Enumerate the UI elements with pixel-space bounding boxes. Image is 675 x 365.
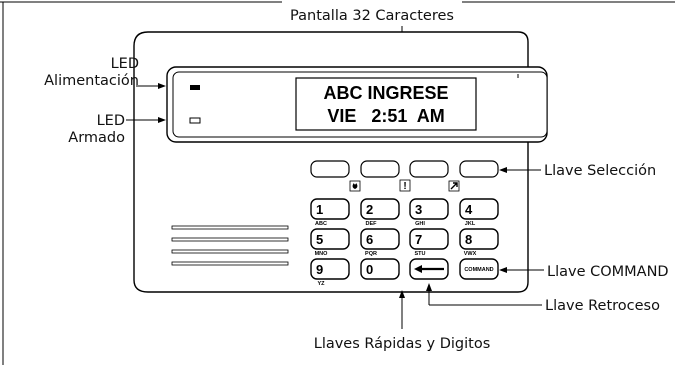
- led-armado-label-1: LED: [97, 113, 125, 129]
- exclamation-icon-box: [399, 179, 411, 192]
- digit-key-number: 1: [316, 202, 323, 217]
- fire-icon: [352, 183, 358, 189]
- digit-key-body[interactable]: [310, 228, 350, 250]
- digit-key-body[interactable]: [310, 258, 350, 280]
- armed-led: [189, 117, 201, 124]
- command-arrowhead: [499, 267, 507, 273]
- digit-key-body[interactable]: [459, 198, 499, 220]
- lcd-line-2: VIE 2:51 AM: [327, 106, 444, 126]
- digit-key-letters: PQR: [365, 251, 377, 257]
- lcd-line-1: ABC INGRESE: [323, 83, 448, 103]
- llaves-rapidas-label: Llaves Rápidas y Digitos: [314, 336, 491, 352]
- led-alimentacion-label-2: Alimentación: [44, 73, 139, 89]
- speaker-grille: [171, 225, 289, 266]
- digit-key-body[interactable]: [360, 258, 400, 280]
- digit-key-body[interactable]: [360, 198, 400, 220]
- function-key-a[interactable]: [310, 160, 350, 178]
- digit-key-body[interactable]: [459, 228, 499, 250]
- digit-key-number: 6: [366, 232, 373, 247]
- power-led: [190, 85, 200, 90]
- digit-key-letters: MNO: [315, 251, 329, 257]
- digit-key-number: 7: [415, 232, 422, 247]
- digit-key-letters: ABC: [315, 221, 327, 227]
- seleccion-arrowhead: [499, 167, 507, 173]
- function-key-d[interactable]: [459, 160, 499, 178]
- digit-key-letters: YZ: [317, 281, 325, 287]
- digit-key-letters: GHI: [415, 221, 425, 227]
- digit-key-number: 9: [316, 262, 323, 277]
- digit-key-number: 3: [415, 202, 422, 217]
- llave-command-label: Llave COMMAND: [547, 264, 669, 280]
- digit-key-body[interactable]: [409, 228, 449, 250]
- backspace-arrow-icon: [414, 265, 422, 273]
- digit-key-number: 0: [366, 262, 373, 277]
- digit-key-number: 2: [366, 202, 373, 217]
- digit-key-0[interactable]: 0: [360, 258, 400, 280]
- led-alimentacion-arrowhead: [158, 83, 166, 89]
- retroceso-arrowhead: [426, 283, 432, 291]
- digit-key-9[interactable]: 9YZ: [310, 258, 350, 287]
- led-armado-arrowhead: [158, 117, 166, 123]
- pantalla-label: Pantalla 32 Caracteres: [290, 8, 454, 24]
- digit-key-body[interactable]: [310, 198, 350, 220]
- digit-key-number: 8: [465, 232, 472, 247]
- medical-icon: [450, 182, 458, 190]
- digit-key-letters: STU: [415, 251, 426, 257]
- digit-key-letters: DEF: [366, 221, 378, 227]
- led-alimentacion-label-1: LED: [111, 56, 139, 72]
- llave-retroceso-label: Llave Retroceso: [545, 298, 660, 314]
- function-key-b[interactable]: [360, 160, 400, 178]
- digit-key-body[interactable]: [409, 198, 449, 220]
- digit-key-body[interactable]: [360, 228, 400, 250]
- command-key-label: COMMAND: [464, 267, 493, 273]
- exclamation-icon: !: [403, 181, 406, 192]
- digit-key-number: 4: [465, 202, 473, 217]
- function-key-c[interactable]: [409, 160, 449, 178]
- led-armado-label-2: Armado: [68, 130, 125, 146]
- digit-key-number: 5: [316, 232, 323, 247]
- lcd-screen: [295, 77, 477, 131]
- llave-seleccion-label: Llave Selección: [544, 163, 656, 179]
- digit-key-letters: JKL: [465, 221, 476, 227]
- rapidas-arrowhead: [399, 290, 405, 298]
- command-key[interactable]: [459, 258, 499, 280]
- digit-key-letters: VWX: [464, 251, 477, 257]
